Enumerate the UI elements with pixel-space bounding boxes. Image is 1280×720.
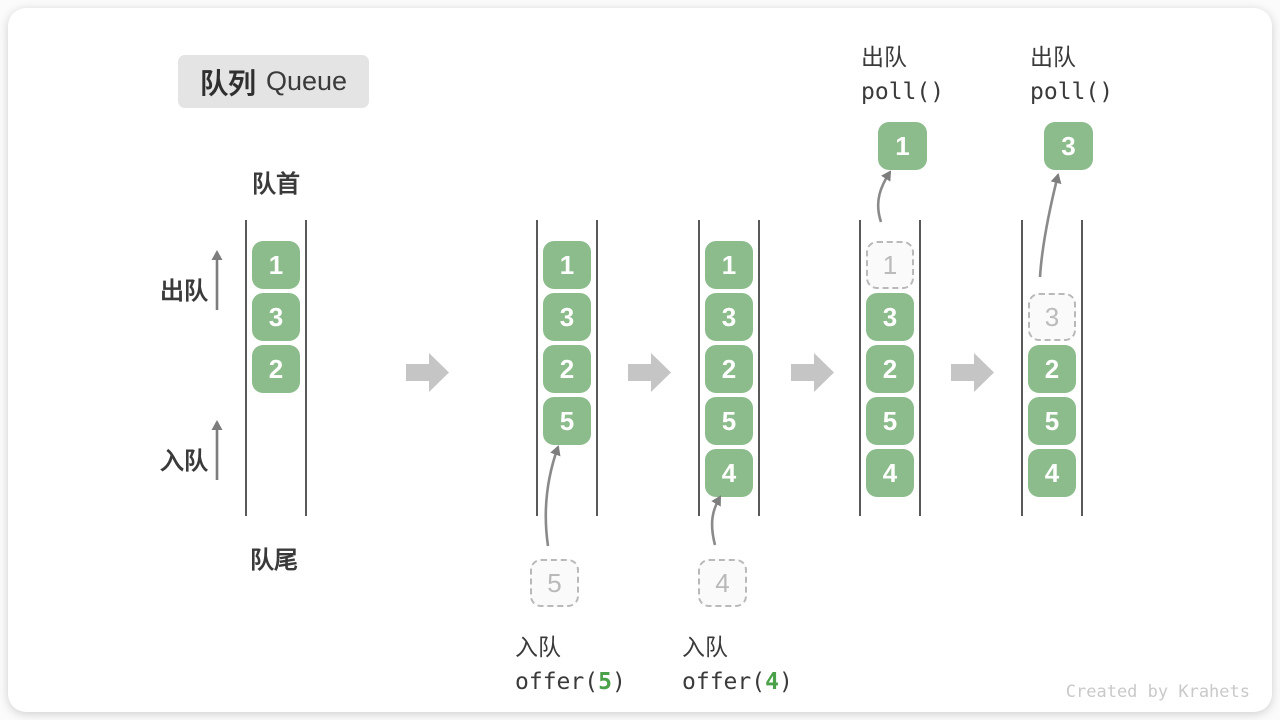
- transition-arrow-icon: [628, 353, 671, 392]
- queue-element: 4: [705, 449, 753, 497]
- queue-element: 2: [1028, 345, 1076, 393]
- staged-element-4: 4: [698, 559, 747, 607]
- dequeue-op-poll-2: 出队 poll(): [1030, 38, 1113, 105]
- queue-element: 5: [543, 397, 591, 445]
- queue-element: 2: [543, 345, 591, 393]
- op-code: offer(4): [682, 669, 793, 695]
- code-arg: 5: [598, 669, 612, 695]
- diagram-card: 队列 Queue 队首 队尾 出队 入队 1 3 2 1 3 2 5 1 3 2…: [8, 8, 1272, 712]
- code-text: ): [778, 669, 793, 695]
- enqueue-op-offer5: 入队 offer(5): [515, 628, 626, 695]
- enqueue-op-offer4: 入队 offer(4): [682, 628, 793, 695]
- enqueue-side-label: 入队: [160, 448, 208, 475]
- op-label: 出队: [861, 44, 907, 70]
- queue-state-1: 1 3 2: [245, 220, 307, 516]
- queue-element: 5: [866, 397, 914, 445]
- title-badge: 队列 Queue: [178, 55, 369, 108]
- queue-element: 3: [866, 293, 914, 341]
- queue-element: 1: [252, 241, 300, 289]
- code-text: offer(: [682, 669, 766, 695]
- queue-state-4: 1 3 2 5 4: [859, 220, 921, 516]
- code-text: ): [611, 669, 626, 695]
- op-label: 入队: [682, 634, 728, 660]
- queue-state-2: 1 3 2 5: [536, 220, 598, 516]
- queue-state-3: 1 3 2 5 4: [698, 220, 760, 516]
- transition-arrow-icon: [406, 353, 449, 392]
- transition-arrow-icon: [791, 353, 834, 392]
- queue-element: 3: [705, 293, 753, 341]
- queue-element: 3: [543, 293, 591, 341]
- op-label: 入队: [515, 634, 561, 660]
- watermark: Created by Krahets: [1065, 682, 1250, 702]
- queue-state-5: 3 2 5 4: [1021, 220, 1083, 516]
- op-label: 出队: [1030, 44, 1076, 70]
- dequeue-op-poll-1: 出队 poll(): [861, 38, 944, 105]
- queue-element: 5: [1028, 397, 1076, 445]
- code-text: offer(: [515, 669, 599, 695]
- polled-element-1: 1: [878, 122, 927, 170]
- op-code: poll(): [861, 79, 945, 105]
- queue-element-removed: 3: [1028, 293, 1076, 341]
- queue-front-label: 队首: [252, 171, 300, 198]
- title-zh: 队列: [199, 67, 256, 99]
- op-code: offer(5): [515, 669, 626, 695]
- queue-rear-label: 队尾: [250, 547, 298, 574]
- title-en: Queue: [265, 66, 348, 96]
- code-arg: 4: [765, 669, 779, 695]
- queue-element: 2: [252, 345, 300, 393]
- queue-element: 3: [252, 293, 300, 341]
- queue-element: 1: [543, 241, 591, 289]
- queue-element: 2: [866, 345, 914, 393]
- queue-element: 4: [1028, 449, 1076, 497]
- transition-arrow-icon: [951, 353, 994, 392]
- queue-element: 4: [866, 449, 914, 497]
- staged-element-5: 5: [530, 559, 579, 607]
- polled-element-3: 3: [1044, 122, 1093, 170]
- queue-element-removed: 1: [866, 241, 914, 289]
- dequeue-side-label: 出队: [160, 278, 208, 305]
- op-code: poll(): [1030, 79, 1114, 105]
- queue-element: 5: [705, 397, 753, 445]
- queue-element: 2: [705, 345, 753, 393]
- queue-element: 1: [705, 241, 753, 289]
